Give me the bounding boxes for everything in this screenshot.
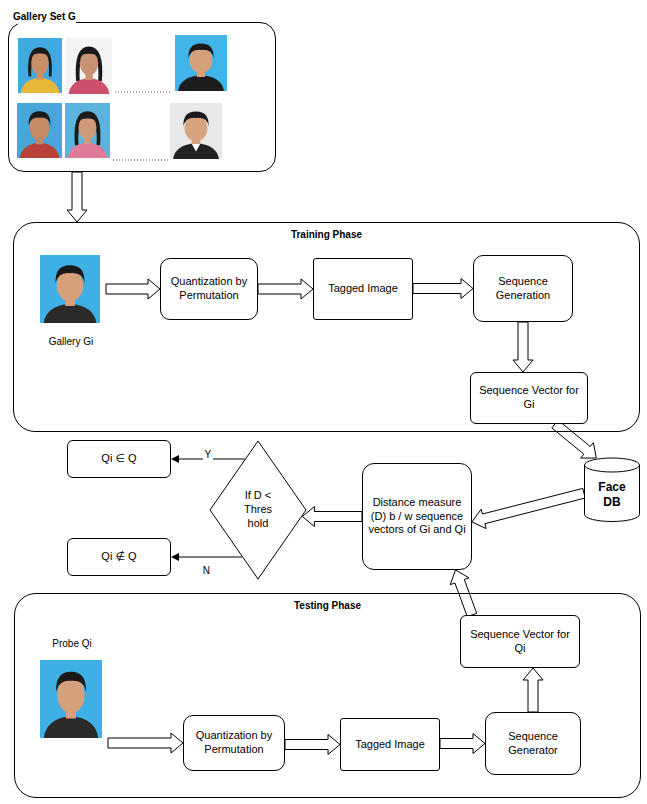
box-label: Qi ∈ Q [72,452,166,466]
decision-diamond: If D < Thres hold [209,440,307,580]
panel-title: Training Phase [14,229,639,242]
group-title: Gallery Set G [9,11,76,24]
box-label: Sequence Generation [478,275,568,303]
box-label: Sequence Vector for Qi [465,628,575,656]
block-arrow [413,279,473,299]
process-box: Tagged Image [340,718,440,771]
process-box: Quantization by Permutation [160,258,258,320]
process-box: Sequence Generation [473,255,573,322]
photo-label: Probe Qi [38,638,106,651]
block-arrow [523,668,543,712]
box-label: Qi ∉ Q [72,550,166,564]
process-box: Quantization by Permutation [183,715,285,771]
database-cylinder: Face DB [584,458,640,522]
diamond-shape [210,441,306,579]
block-arrow [258,279,313,299]
gallery-group: Gallery Set G [8,22,276,172]
block-arrow [106,279,160,299]
arrowhead [171,455,179,463]
edge-label-holder: N [201,560,212,578]
photo-caption: Probe Qi [36,636,108,746]
box-label: Tagged Image [318,282,408,296]
process-box: Distance measure (D) b / w sequence vect… [362,463,472,570]
box-label: Quantization by Permutation [188,729,280,757]
face-photo [66,38,112,94]
face-photo [175,35,227,91]
phase-panel: Testing PhaseSequence Vector for Qi Probe… [14,593,641,798]
block-arrow [108,733,183,753]
output-box: Sequence Vector for Qi [460,615,580,668]
output-box: Sequence Vector for Gi [470,372,588,424]
face-photo [65,103,110,158]
block-arrow [472,488,585,528]
database-label: Face DB [594,480,630,510]
box-label: Sequence Vector for Gi [475,384,583,412]
decision-arrow [171,553,242,561]
process-box: Tagged Image [313,258,413,320]
block-arrow [513,322,533,372]
face-photo [40,255,100,323]
block-arrow [302,507,362,527]
dotted-ellipsis [115,92,170,93]
result-box: Qi ∈ Q [67,440,171,478]
panel-title: Testing Phase [15,600,640,613]
photo-caption: Gallery Gi [36,255,106,350]
box-label: Quantization by Permutation [165,275,253,303]
face-photo [170,103,222,159]
face-photo [40,660,102,738]
dotted-ellipsis [113,160,168,161]
face-photo [18,38,62,93]
block-arrow [285,735,340,755]
edge-label-holder: Y [203,444,214,462]
face-photo [17,103,62,158]
block-arrow [440,734,485,754]
cylinder-body [585,458,640,522]
edge-label: N [201,565,212,578]
cylinder-lip [585,465,640,472]
decision-label: If D < Thres hold [234,489,282,530]
box-label: Tagged Image [345,738,435,752]
connector-line [179,557,242,558]
edge-label: Y [203,449,214,462]
process-box: Sequence Generator [485,712,581,775]
box-label: Sequence Generator [490,730,576,758]
phase-panel: Training PhaseGallery Gi Quantization by … [13,222,640,432]
box-label: Distance measure (D) b / w sequence vect… [367,496,467,537]
photo-label: Gallery Gi [38,336,104,349]
block-arrow [552,420,597,458]
arrowhead [171,553,179,561]
block-arrow [67,172,87,222]
result-box: Qi ∉ Q [67,538,171,576]
